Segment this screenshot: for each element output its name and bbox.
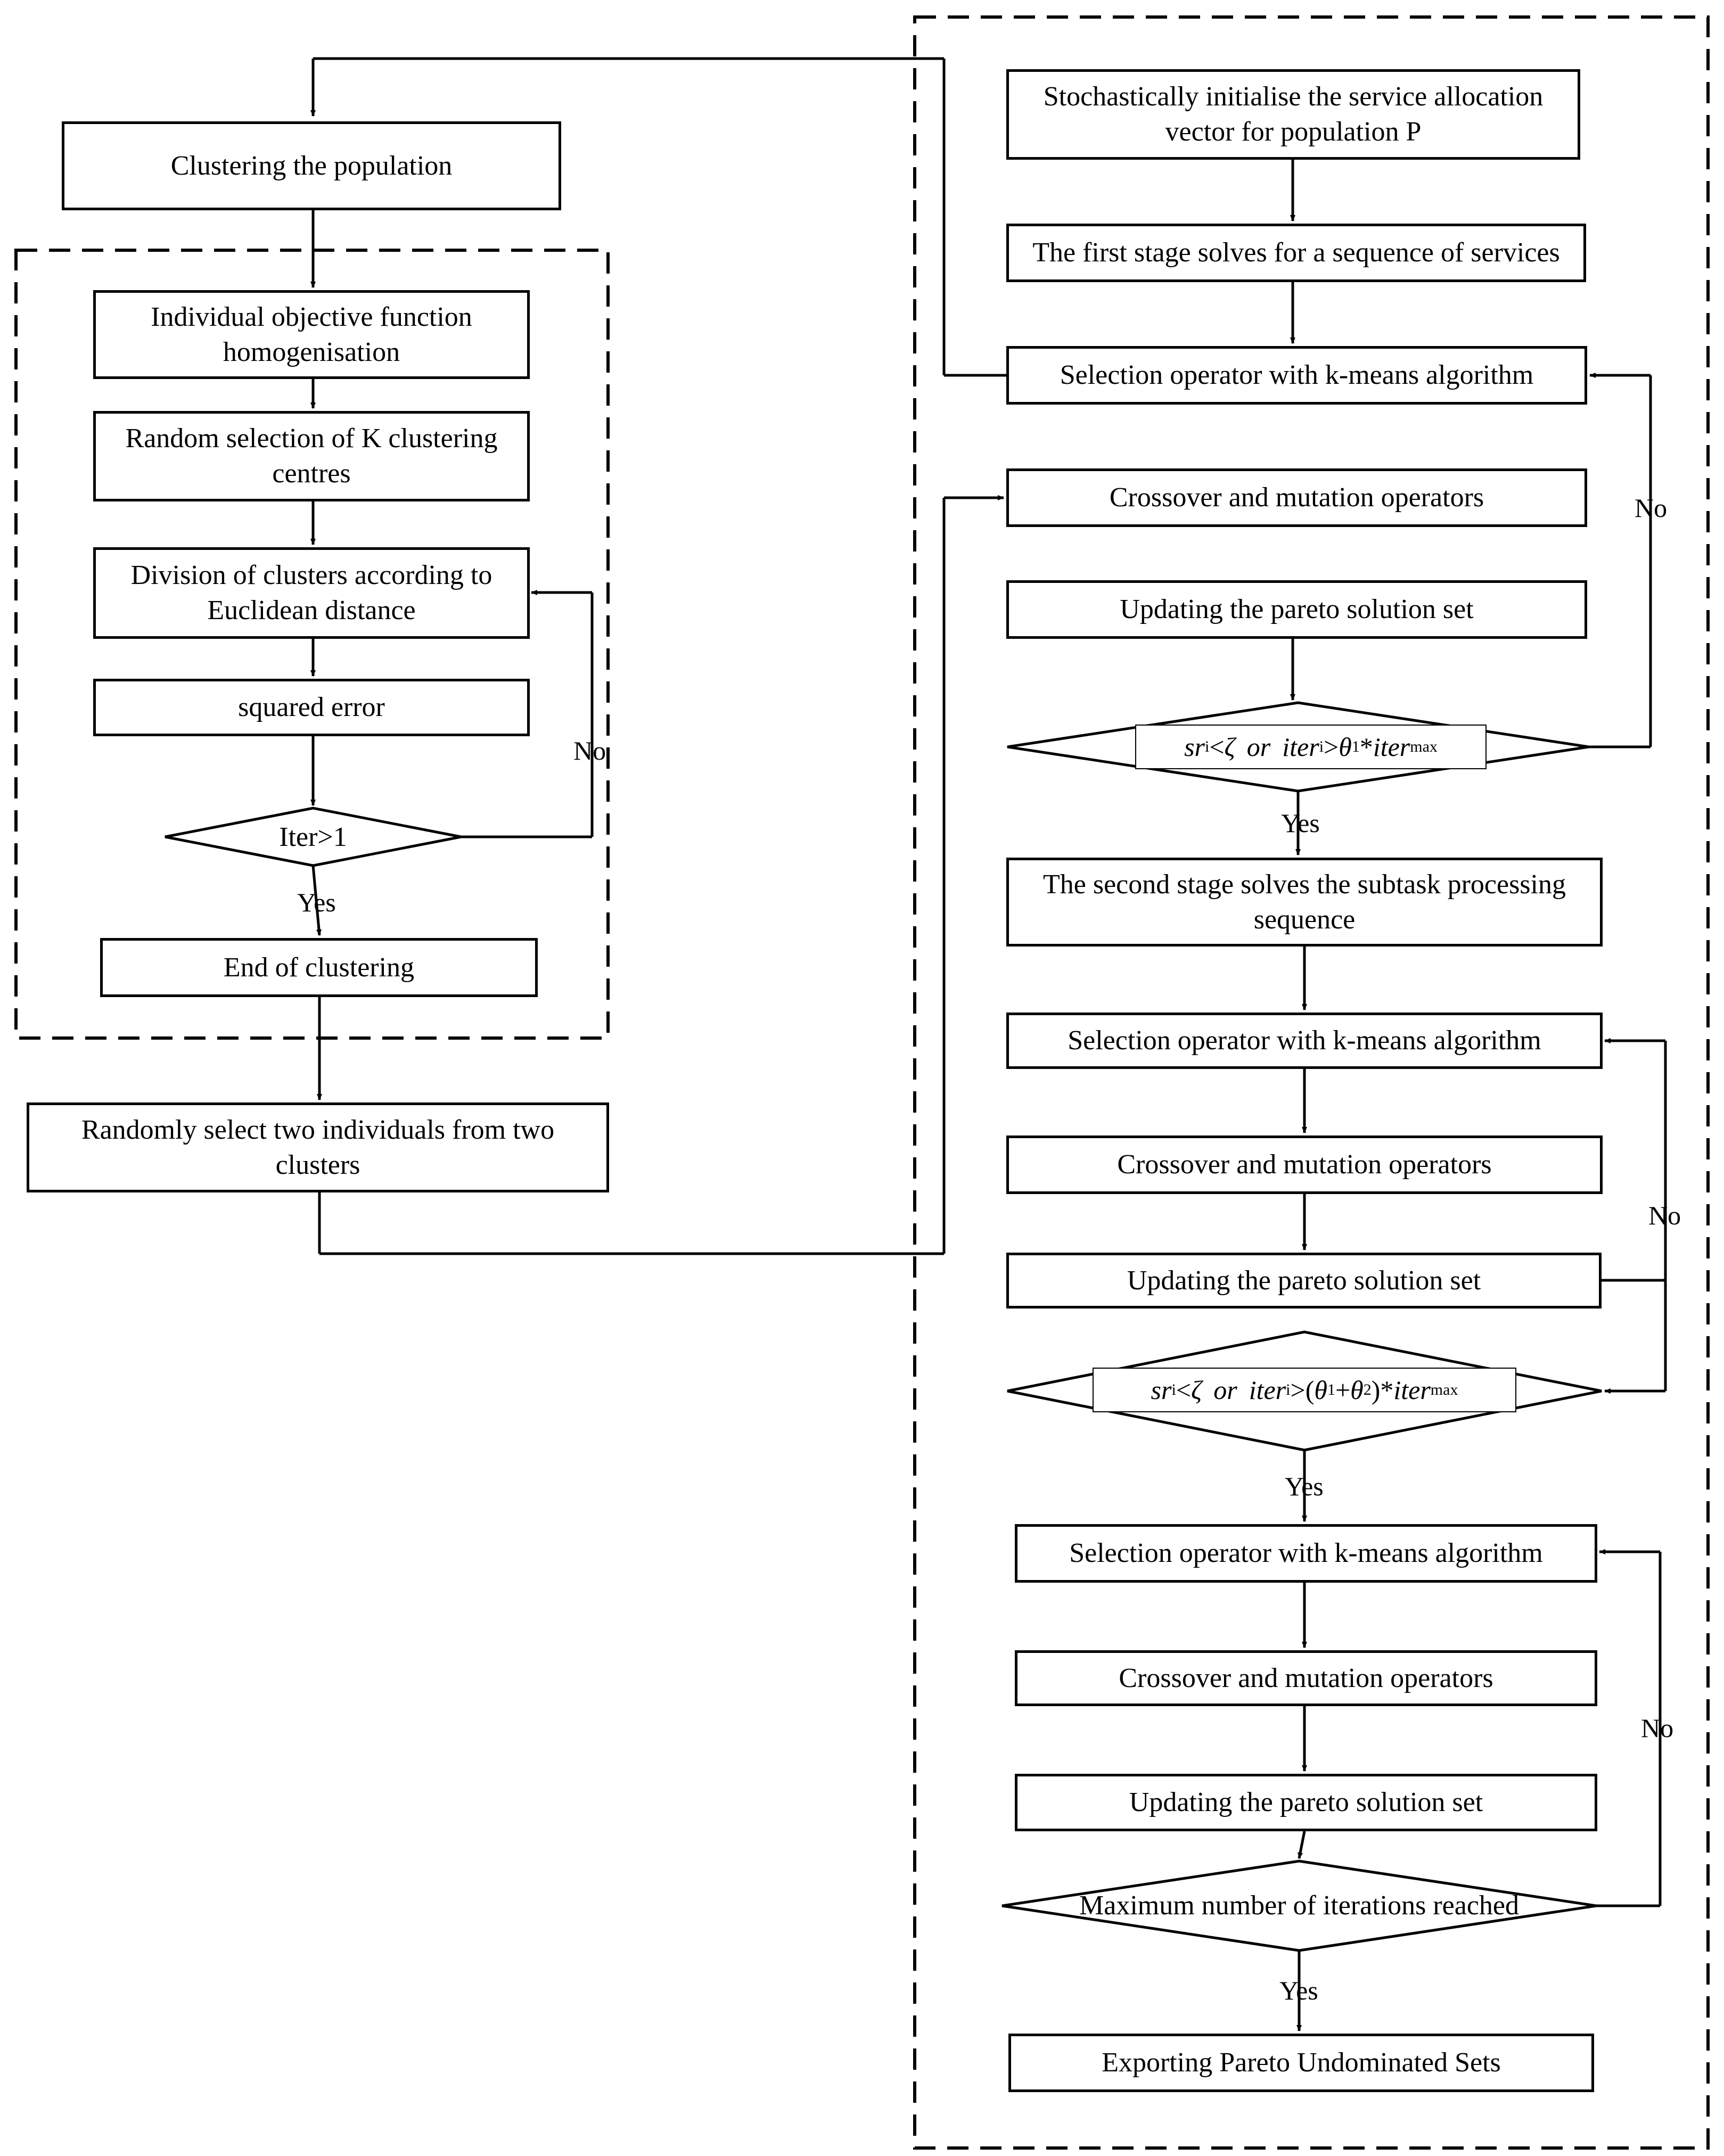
stage2-no-label: No bbox=[1648, 1200, 1681, 1230]
left-yes-label: Yes bbox=[297, 887, 336, 917]
cluster-division-box: Division of clusters according to Euclid… bbox=[93, 547, 530, 639]
clustering-population-box: Clustering the population bbox=[62, 121, 561, 210]
initialise-allocation-box: Stochastically initialise the service al… bbox=[1006, 69, 1580, 160]
stage1-crossover-box: Crossover and mutation operators bbox=[1006, 468, 1587, 527]
stage3-crossover-box: Crossover and mutation operators bbox=[1015, 1650, 1597, 1706]
stage2-pareto-box: Updating the pareto solution set bbox=[1006, 1253, 1602, 1309]
max-iter-decision-label: Maximum number of iterations reached bbox=[1079, 1890, 1519, 1921]
stage1-yes-label: Yes bbox=[1281, 808, 1320, 838]
stage3-pareto-box: Updating the pareto solution set bbox=[1015, 1774, 1597, 1831]
stage3-selection-box: Selection operator with k-means algorith… bbox=[1015, 1524, 1597, 1583]
right-algorithm-group bbox=[913, 15, 1710, 2150]
stage1-no-label: No bbox=[1635, 493, 1668, 523]
end-of-clustering-box: End of clustering bbox=[100, 938, 538, 997]
stage2-yes-label: Yes bbox=[1285, 1471, 1324, 1501]
stage1-pareto-box: Updating the pareto solution set bbox=[1006, 580, 1587, 639]
homogenisation-box: Individual objective function homogenisa… bbox=[93, 290, 530, 379]
stage2-crossover-box: Crossover and mutation operators bbox=[1006, 1135, 1603, 1194]
stage3-yes-label: Yes bbox=[1279, 1976, 1318, 2005]
stage2-selection-box: Selection operator with k-means algorith… bbox=[1006, 1013, 1603, 1069]
random-select-individuals-box: Randomly select two individuals from two… bbox=[27, 1102, 609, 1192]
random-centres-box: Random selection of K clustering centres bbox=[93, 411, 530, 501]
export-pareto-box: Exporting Pareto Undominated Sets bbox=[1008, 2034, 1594, 2092]
first-stage-box: The first stage solves for a sequence of… bbox=[1006, 224, 1586, 282]
iter-decision-label: Iter>1 bbox=[279, 822, 347, 852]
stage1-selection-box: Selection operator with k-means algorith… bbox=[1006, 346, 1587, 405]
left-no-label: No bbox=[573, 736, 606, 766]
second-stage-box: The second stage solves the subtask proc… bbox=[1006, 858, 1603, 947]
stage3-no-label: No bbox=[1641, 1713, 1674, 1743]
squared-error-box: squared error bbox=[93, 679, 530, 736]
